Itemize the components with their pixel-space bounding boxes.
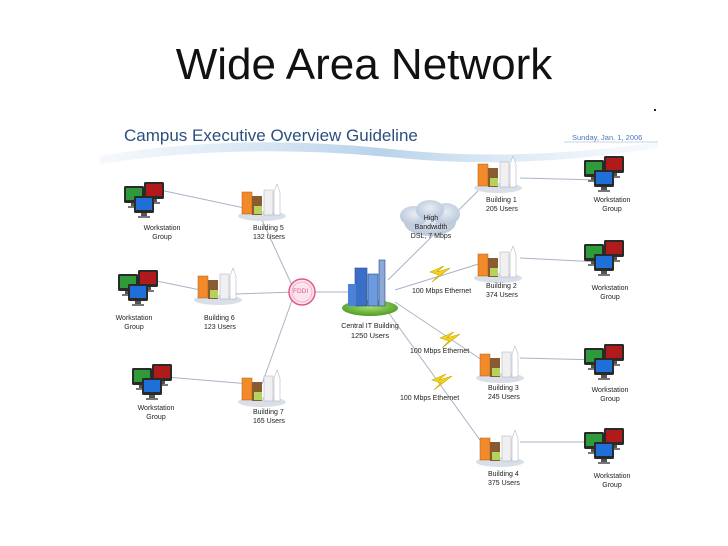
building-4-icon xyxy=(475,429,525,468)
fddi-ring-icon xyxy=(288,278,316,306)
building-3-icon xyxy=(475,345,525,384)
building-6-icon xyxy=(193,267,243,306)
workstation-group-icon xyxy=(584,240,624,276)
link-label: 100 Mbps Ethernet xyxy=(410,348,470,355)
slide-title: Wide Area Network xyxy=(175,40,553,89)
workstation-group-icon xyxy=(584,428,624,464)
lightning-icons xyxy=(429,265,461,391)
workstation-group-icon xyxy=(124,182,164,218)
fddi-label: FDDI xyxy=(293,288,309,295)
diagram-date: Sunday, Jan. 1, 2006 xyxy=(572,133,643,142)
diagram-title: Campus Executive Overview Guideline xyxy=(124,126,418,145)
header-swoosh xyxy=(100,142,658,164)
building-7-icon xyxy=(237,369,287,408)
workstation-group-icon xyxy=(584,344,624,380)
cloud-label: High Bandwidth DSL, 7 Mbps xyxy=(410,215,452,240)
workstation-group-icon xyxy=(584,156,624,192)
link-label: 100 Mbps Ethernet xyxy=(400,395,460,402)
central-building-label: Central IT Building 1250 Users xyxy=(341,323,399,340)
workstation-group-icon xyxy=(132,364,172,400)
link-label: 100 Mbps Ethernet xyxy=(412,288,472,295)
diagram-canvas xyxy=(100,141,658,468)
network-diagram: Campus Executive Overview Guideline Sund… xyxy=(100,112,658,500)
central-building-icon xyxy=(342,259,398,316)
cloud-icon xyxy=(400,200,460,236)
decorative-dot xyxy=(654,109,656,111)
workstation-group-icon xyxy=(118,270,158,306)
building-2-icon xyxy=(473,245,523,284)
building-5-icon xyxy=(237,183,287,222)
